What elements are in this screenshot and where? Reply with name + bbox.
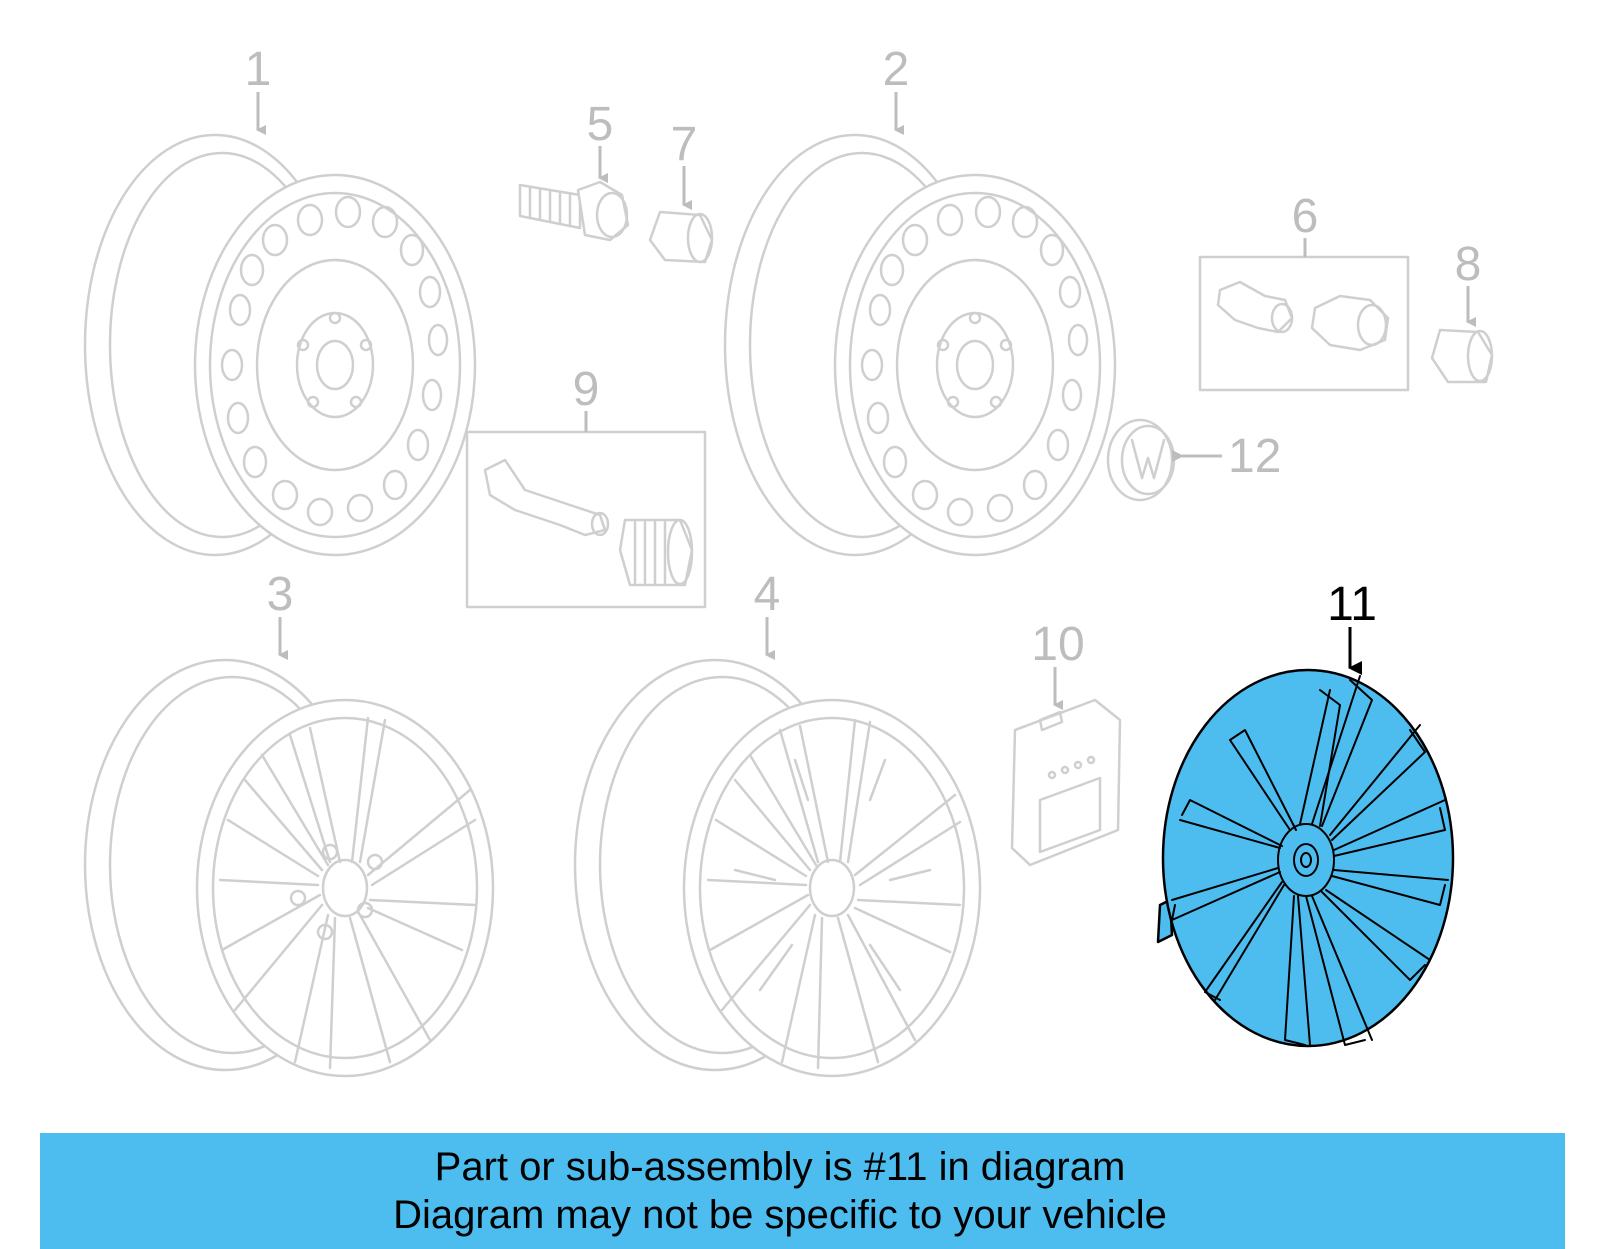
callout-12: 12 bbox=[1172, 430, 1281, 483]
callout-label-2: 2 bbox=[883, 43, 910, 96]
callout-label-1: 1 bbox=[245, 43, 272, 96]
banner-part-line: Part or sub-assembly is #11 in diagram bbox=[434, 1145, 1126, 1189]
part-6-bolt-kit bbox=[1198, 255, 1410, 392]
callout-2: 2 bbox=[883, 43, 910, 135]
part-12-emblem-cap bbox=[1106, 418, 1176, 502]
callout-11: 11 bbox=[1327, 578, 1377, 675]
callout-5: 5 bbox=[587, 98, 614, 183]
part-4-alloy-wheel bbox=[573, 658, 982, 1078]
part-3-alloy-wheel bbox=[83, 658, 495, 1078]
callout-1: 1 bbox=[245, 43, 272, 135]
callout-label-3: 3 bbox=[267, 568, 294, 621]
info-banner: Part or sub-assembly is #11 in diagram D… bbox=[40, 1133, 1565, 1249]
part-8-cap bbox=[1430, 328, 1494, 384]
callout-3: 3 bbox=[267, 568, 294, 660]
part-2-steel-wheel bbox=[723, 133, 1117, 557]
callout-4: 4 bbox=[754, 568, 781, 660]
callout-8: 8 bbox=[1455, 238, 1482, 327]
callout-label-9: 9 bbox=[573, 363, 600, 416]
callout-7: 7 bbox=[671, 118, 698, 210]
callout-label-6: 6 bbox=[1292, 190, 1319, 243]
callout-label-4: 4 bbox=[754, 568, 781, 621]
callout-label-11: 11 bbox=[1327, 578, 1377, 631]
callout-label-8: 8 bbox=[1455, 238, 1482, 291]
part-7-cap bbox=[648, 210, 714, 264]
banner-disclaimer-line: Diagram may not be specific to your vehi… bbox=[393, 1193, 1167, 1237]
callout-9: 9 bbox=[573, 363, 600, 432]
part-11-wheel-cover bbox=[1156, 668, 1455, 1048]
callout-6: 6 bbox=[1292, 190, 1319, 257]
callout-10: 10 bbox=[1031, 618, 1085, 710]
part-1-steel-wheel bbox=[83, 133, 477, 557]
callout-label-10: 10 bbox=[1031, 618, 1084, 671]
callout-label-7: 7 bbox=[671, 118, 698, 171]
part-9-valve-kit bbox=[465, 430, 707, 609]
callout-label-5: 5 bbox=[587, 98, 614, 151]
part-5-lug-bolt bbox=[518, 180, 630, 242]
callout-label-12: 12 bbox=[1228, 430, 1281, 483]
part-10-label bbox=[1010, 698, 1122, 867]
